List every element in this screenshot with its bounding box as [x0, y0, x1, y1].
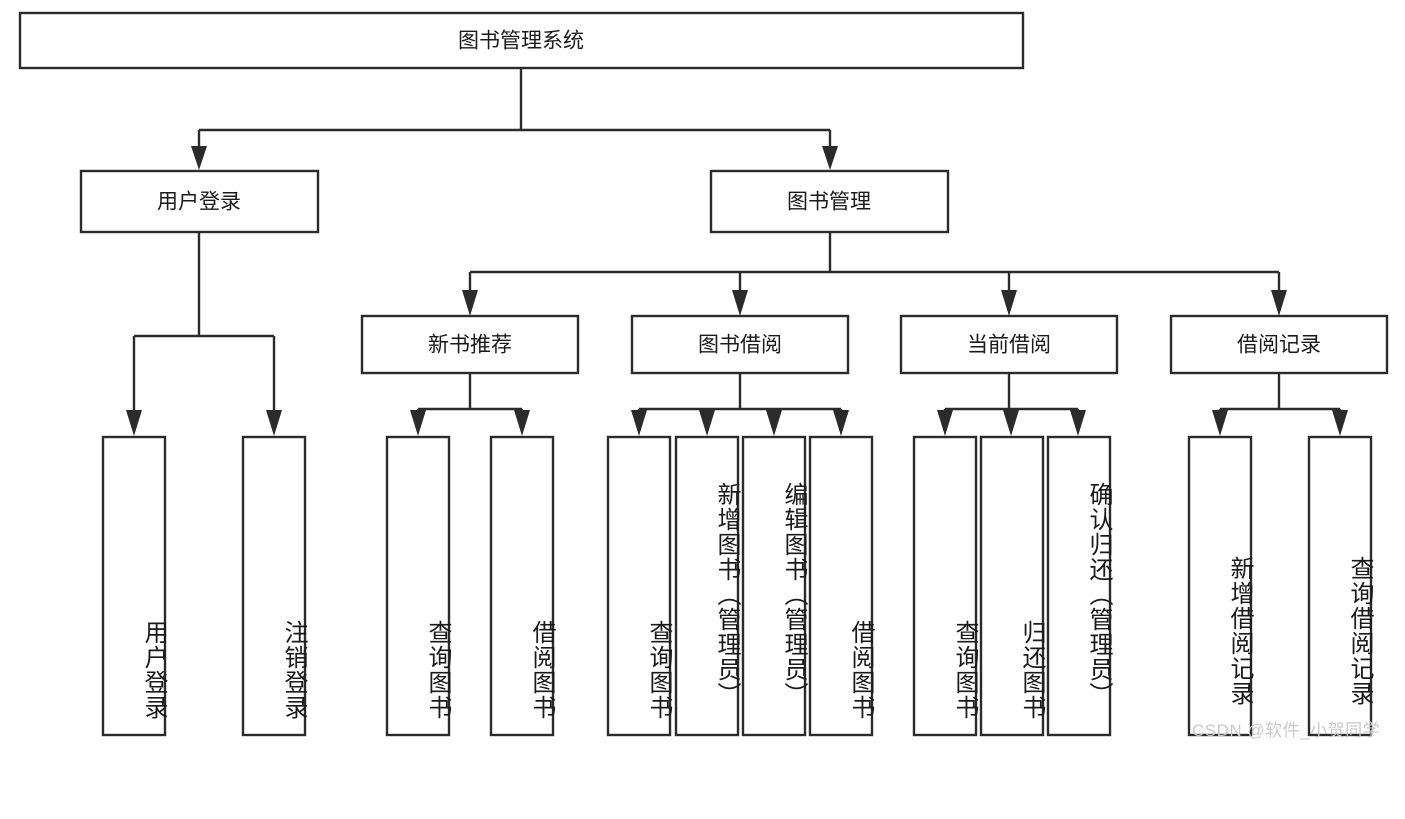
- node-borrow-record-label: 借阅记录: [1237, 334, 1321, 357]
- node-borrow-record[interactable]: [1169, 314, 1389, 375]
- arrow-head-book-borrow: [732, 290, 748, 316]
- node-leaf-br-add-record[interactable]: [1187, 435, 1253, 737]
- arrow-head-book-mgmt: [822, 146, 838, 170]
- arrow-head-cb-leaf-1: [937, 410, 953, 436]
- node-leaf-nbr-borrow-book[interactable]: [489, 435, 555, 737]
- node-leaf-br-query-record[interactable]: [1307, 435, 1373, 737]
- arrow-head-bb-leaf-2: [699, 410, 715, 436]
- node-book-borrow-label: 图书借阅: [698, 334, 782, 357]
- node-leaf-bb-add-book-admin[interactable]: [674, 435, 740, 737]
- node-leaf-cb-confirm-return-admin[interactable]: [1046, 435, 1112, 737]
- node-leaf-logout[interactable]: [241, 435, 307, 737]
- node-root-label: 图书管理系统: [458, 30, 584, 53]
- arrow-head-cb-leaf-3: [1070, 410, 1086, 436]
- node-book-management[interactable]: [709, 169, 950, 234]
- node-leaf-nbr-query-book[interactable]: [385, 435, 451, 737]
- arrow-head-nbr-leaf-2: [514, 410, 530, 436]
- node-book-borrow[interactable]: [630, 314, 850, 375]
- arrow-head-borrow-record: [1271, 290, 1287, 316]
- node-user-login[interactable]: [79, 169, 320, 234]
- arrow-head-current-borrow: [1001, 290, 1017, 316]
- csdn-watermark: CSDN @软件_小贺同学: [1192, 721, 1381, 740]
- node-user-login-label: 用户登录: [157, 191, 241, 214]
- connector-group-current-borrow-children: [937, 373, 1086, 436]
- arrow-head-br-leaf-2: [1332, 410, 1348, 436]
- arrow-head-leaf-user-login: [126, 410, 142, 436]
- node-leaf-bb-edit-book-admin[interactable]: [741, 435, 807, 737]
- node-current-borrow-label: 当前借阅: [967, 334, 1051, 357]
- diagram-canvas-root: 图书管理系统 用户登录 图书管理 新书推荐 图书借阅 当前借阅 借阅记录: [18, 11, 1389, 740]
- diagram-svg: 图书管理系统 用户登录 图书管理 新书推荐 图书借阅 当前借阅 借阅记录: [18, 11, 1389, 737]
- node-leaf-bb-borrow-book[interactable]: [808, 435, 874, 737]
- node-leaf-bb-query-book[interactable]: [606, 435, 672, 737]
- arrow-head-br-leaf-1: [1212, 410, 1228, 436]
- node-book-management-label: 图书管理: [787, 191, 871, 214]
- node-leaf-cb-return-book[interactable]: [979, 435, 1045, 737]
- arrow-head-cb-leaf-2: [1003, 410, 1019, 436]
- arrow-head-new-book-recommend: [462, 290, 478, 316]
- connector-group-root-to-level2: [191, 68, 838, 170]
- node-leaf-user-login[interactable]: [101, 435, 167, 737]
- arrow-head-leaf-logout: [266, 410, 282, 436]
- node-current-borrow[interactable]: [899, 314, 1119, 375]
- arrow-head-user-login: [191, 146, 207, 170]
- connector-group-borrow-record-children: [1212, 373, 1348, 436]
- node-root-book-management-system[interactable]: [18, 11, 1025, 70]
- arrow-head-bb-leaf-4: [833, 410, 849, 436]
- connector-group-user-login-children: [126, 232, 282, 436]
- node-new-book-recommend[interactable]: [360, 314, 580, 375]
- arrow-head-bb-leaf-1: [631, 410, 647, 436]
- connector-group-book-mgmt-children: [462, 232, 1287, 316]
- connector-group-book-borrow-children: [631, 373, 849, 436]
- node-new-book-recommend-label: 新书推荐: [428, 334, 512, 357]
- arrow-head-nbr-leaf-1: [410, 410, 426, 436]
- node-leaf-cb-query-book[interactable]: [912, 435, 978, 737]
- arrow-head-bb-leaf-3: [766, 410, 782, 436]
- connector-group-new-book-recommend-children: [410, 373, 530, 436]
